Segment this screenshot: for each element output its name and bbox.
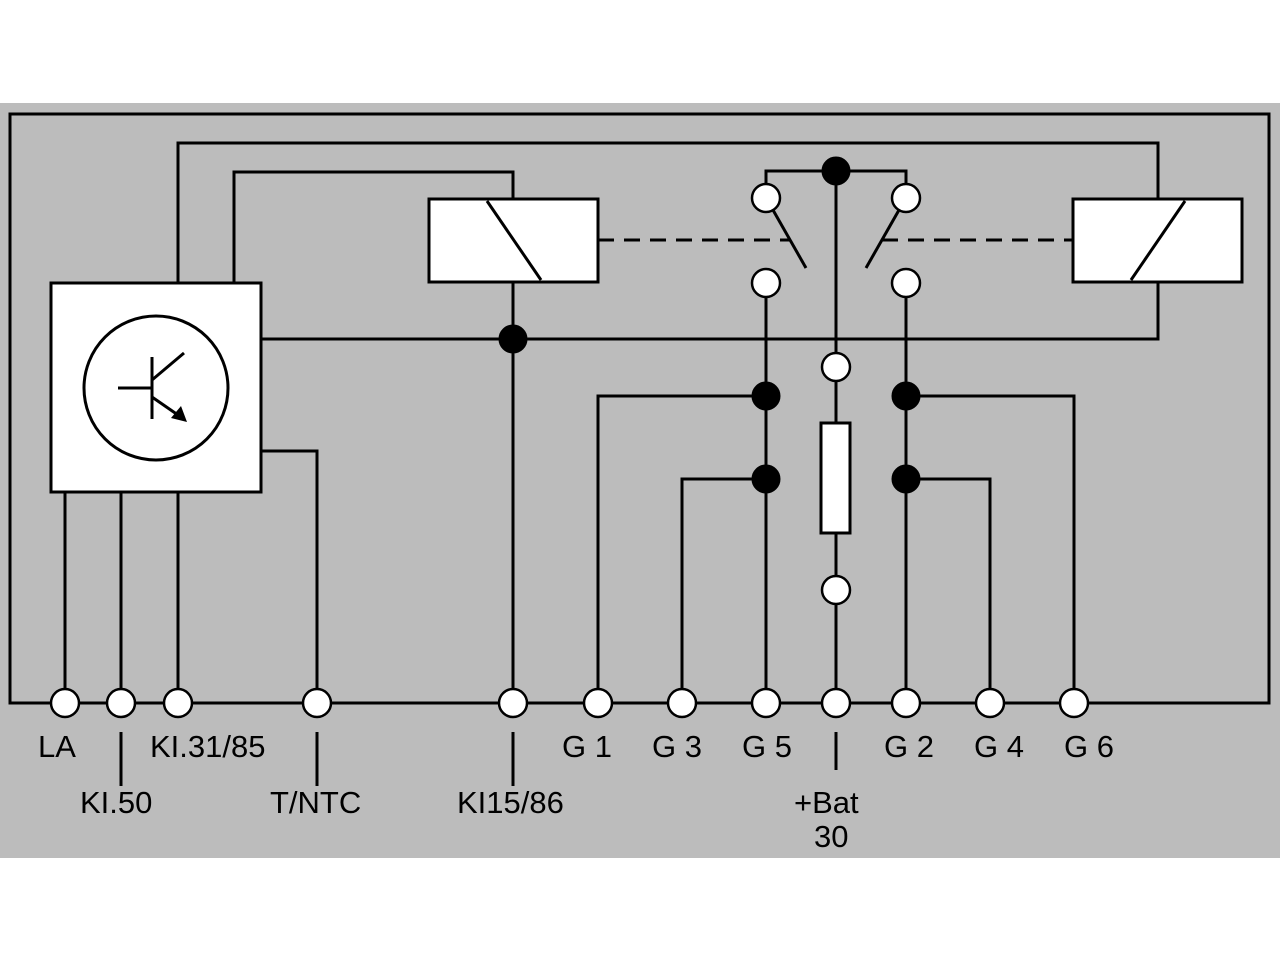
label-kl50: KI.50 [80, 785, 152, 820]
terminal-bat [820, 687, 852, 719]
label-g6: G 6 [1064, 729, 1114, 764]
housing-outline [8, 112, 1271, 705]
label-g5: G 5 [742, 729, 792, 764]
terminal-g6 [1058, 687, 1090, 719]
switch-contact-right-top [890, 182, 922, 214]
junction-g6 [891, 381, 921, 411]
label-la: LA [38, 729, 76, 764]
terminal-kl50 [105, 687, 137, 719]
wire-bus [261, 281, 1160, 341]
fuse-terminal-top [820, 351, 852, 383]
switch-contact-right-bottom [890, 267, 922, 299]
relay-coil-right [1071, 197, 1244, 284]
label-bat-30: 30 [814, 819, 848, 854]
switch-contact-left-top [750, 182, 782, 214]
terminal-g2 [890, 687, 922, 719]
wire-g1 [596, 394, 766, 703]
junction-g1 [751, 381, 781, 411]
label-g2: G 2 [884, 729, 934, 764]
label-g1: G 1 [562, 729, 612, 764]
fuse-terminal-bottom [820, 574, 852, 606]
label-g3: G 3 [652, 729, 702, 764]
transistor-icon [82, 314, 230, 462]
label-bat: +Bat [794, 785, 859, 820]
terminal-g3 [666, 687, 698, 719]
terminal-tntc [301, 687, 333, 719]
junction-top [821, 156, 851, 186]
label-kl1586: KI15/86 [457, 785, 564, 820]
label-tntc: T/NTC [270, 785, 361, 820]
switch-contact-left-bottom [750, 267, 782, 299]
wire-g3 [680, 477, 766, 703]
relay-coil-left [427, 197, 600, 284]
wire-top-inner [232, 170, 515, 284]
fuse [819, 421, 852, 535]
terminal-g5 [750, 687, 782, 719]
label-g4: G 4 [974, 729, 1024, 764]
terminal-la [49, 687, 81, 719]
terminal-g1 [582, 687, 614, 719]
wire-top-outer [176, 141, 1160, 284]
wire-g4 [906, 477, 992, 703]
junction-bus [498, 324, 528, 354]
wire-g6 [906, 394, 1076, 703]
wire-tntc [261, 449, 319, 703]
terminal-kl3185 [162, 687, 194, 719]
terminal-g4 [974, 687, 1006, 719]
terminal-kl1586 [497, 687, 529, 719]
junction-g3 [751, 464, 781, 494]
junction-g4 [891, 464, 921, 494]
label-kl3185: KI.31/85 [150, 729, 265, 764]
